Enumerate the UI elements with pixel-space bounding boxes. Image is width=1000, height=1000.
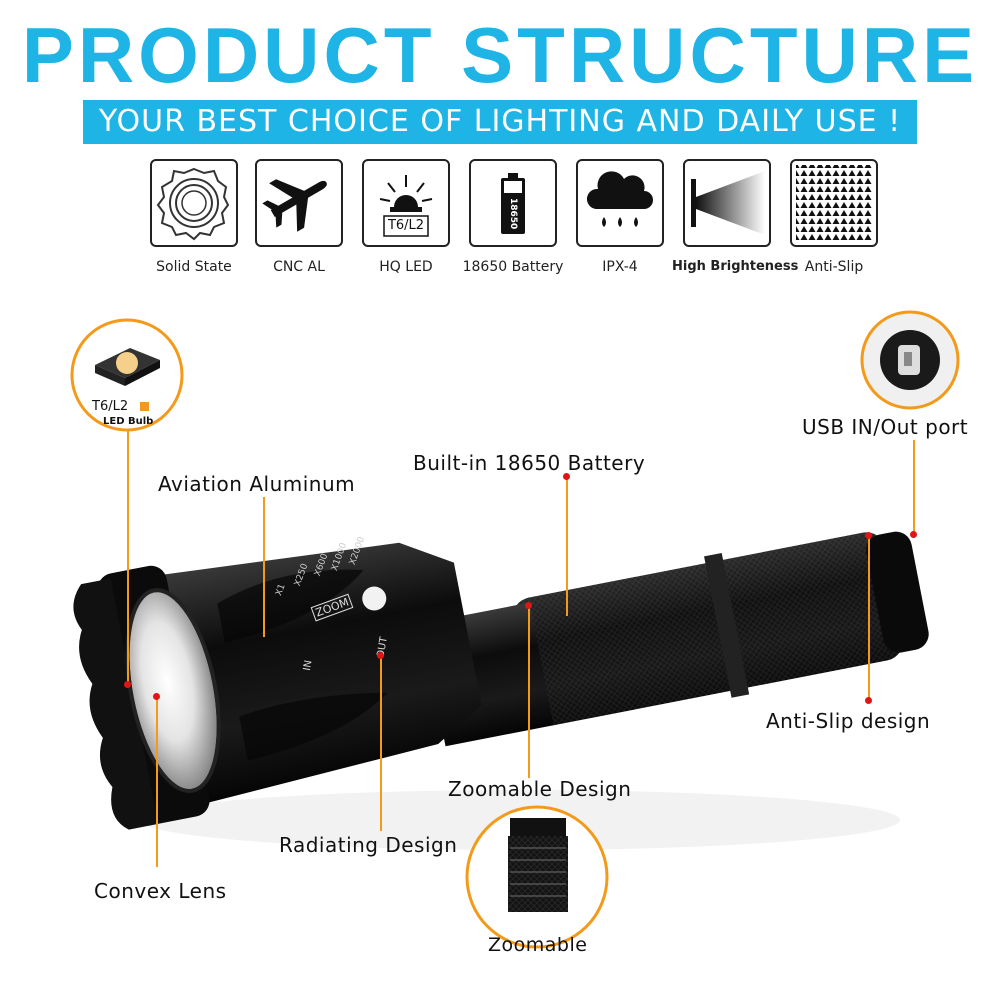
- leader-dot: [153, 693, 160, 700]
- leader-dot: [865, 532, 872, 539]
- led-icon: T6/L2: [362, 159, 450, 247]
- feature-anti-slip: Anti-Slip: [779, 159, 889, 275]
- led-icon-text: T6/L2: [387, 218, 425, 233]
- feature-label: 18650 Battery: [462, 259, 564, 275]
- callout-usb-port: USB IN/Out port: [802, 415, 969, 439]
- feature-label: CNC AL: [273, 259, 325, 275]
- anti-slip-pattern-icon: [790, 159, 878, 247]
- leader-line: [380, 656, 382, 831]
- battery-icon-text: 18650: [508, 198, 518, 230]
- page-title: PRODUCT STRUCTURE: [21, 11, 979, 99]
- subtitle-banner: YOUR BEST CHOICE OF LIGHTING AND DAILY U…: [83, 100, 917, 144]
- solid-state-icon: [150, 159, 238, 247]
- callout-convex-lens: Convex Lens: [94, 879, 227, 903]
- callout-battery: Built-in 18650 Battery: [413, 451, 646, 475]
- leader-line: [127, 430, 129, 685]
- leader-line: [566, 476, 568, 616]
- feature-label: Anti-Slip: [804, 259, 864, 275]
- feature-label: Solid State: [156, 259, 232, 275]
- leader-dot: [910, 531, 917, 538]
- leader-dot: [563, 473, 570, 480]
- callout-anti-slip: Anti-Slip design: [766, 709, 931, 733]
- led-badge-caption: LED Bulb: [103, 416, 154, 427]
- leader-dot: [377, 652, 384, 659]
- feature-cnc-al: CNC AL: [244, 159, 354, 275]
- leader-line: [913, 440, 915, 535]
- feature-ipx-4: IPX-4: [565, 159, 675, 275]
- callout-radiating-design: Radiating Design: [279, 833, 458, 857]
- light-beam-icon: [683, 159, 771, 247]
- leader-line: [156, 697, 158, 867]
- feature-label: IPX-4: [602, 259, 638, 275]
- feature-solid-state: Solid State: [139, 159, 249, 275]
- callout-aviation-aluminum: Aviation Aluminum: [158, 472, 356, 496]
- battery-icon: 18650: [469, 159, 557, 247]
- leader-dot: [124, 681, 131, 688]
- feature-label: High Brighteness: [672, 259, 799, 274]
- focus-in-marking: IN: [301, 659, 315, 672]
- led-badge-model: T6/L2: [92, 399, 129, 414]
- callout-zoomable: Zoomable: [488, 934, 588, 956]
- airplane-icon: [255, 159, 343, 247]
- callout-zoomable-design: Zoomable Design: [448, 777, 632, 801]
- leader-line: [263, 497, 265, 637]
- feature-label: HQ LED: [379, 259, 433, 275]
- feature-high-brightness: High Brighteness: [672, 159, 799, 274]
- leader-line: [868, 536, 870, 701]
- rain-cloud-icon: [576, 159, 664, 247]
- leader-dot: [865, 697, 872, 704]
- leader-line: [528, 606, 530, 778]
- feature-18650-battery: 18650 18650 Battery: [458, 159, 568, 275]
- leader-dot: [525, 602, 532, 609]
- feature-hq-led: T6/L2 HQ LED: [351, 159, 461, 275]
